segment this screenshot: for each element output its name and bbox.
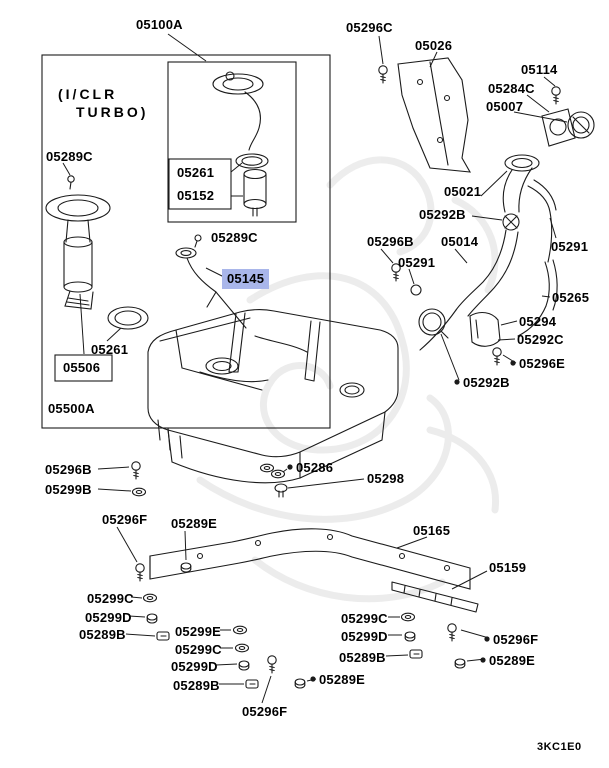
part-label-05261-1[interactable]: 05261 — [177, 165, 215, 180]
part-label-05298[interactable]: 05298 — [367, 471, 405, 486]
part-label-05299D-3[interactable]: 05299D — [341, 629, 388, 644]
clamp-ring — [418, 308, 449, 339]
turbo-variant-box — [41, 54, 331, 429]
part-label-05289B-1[interactable]: 05289B — [79, 627, 126, 642]
part-label-05296C-1[interactable]: 05296C — [346, 20, 393, 35]
part-label-05289B-2[interactable]: 05289B — [173, 678, 220, 693]
variant-note-line2: TURBO) — [76, 104, 149, 120]
part-label-05289C-2[interactable]: 05289C — [211, 230, 258, 245]
bolt-icon — [267, 655, 277, 674]
part-label-05299D-1[interactable]: 05299D — [85, 610, 132, 625]
part-label-05114[interactable]: 05114 — [521, 62, 558, 77]
part-label-05289E-1[interactable]: 05289E — [171, 516, 218, 531]
fuel-gauge-unit — [175, 234, 247, 329]
washer-icon — [232, 625, 248, 635]
part-label-05152[interactable]: 05152 — [177, 188, 215, 203]
part-label-05299C-3[interactable]: 05299C — [341, 611, 388, 626]
part-label-05284C[interactable]: 05284C — [488, 81, 535, 96]
part-label-05294[interactable]: 05294 — [519, 314, 557, 329]
part-label-05500A[interactable]: 05500A — [48, 401, 95, 416]
nut-icon — [294, 678, 306, 689]
part-label-05165[interactable]: 05165 — [413, 523, 451, 538]
part-label-05296F-3[interactable]: 05296F — [493, 632, 539, 647]
part-label-05289E-2[interactable]: 05289E — [489, 653, 536, 668]
part-label-05291-1[interactable]: 05291 — [398, 255, 436, 270]
side-rail — [391, 581, 479, 613]
part-label-05299C-1[interactable]: 05299C — [87, 591, 134, 606]
drain-plug — [274, 483, 288, 498]
pump-parts-label-box — [168, 158, 232, 210]
washer-icon — [259, 463, 275, 473]
nut-icon — [180, 562, 192, 573]
fuel-pump-assembly-left — [45, 175, 149, 330]
bracket-label-box — [54, 354, 113, 382]
part-label-05292B-2[interactable]: 05292B — [463, 375, 510, 390]
nut-icon — [238, 660, 250, 671]
part-label-05159[interactable]: 05159 — [489, 560, 527, 575]
part-label-05021[interactable]: 05021 — [444, 184, 482, 199]
pump-assembly-box — [167, 61, 297, 223]
part-label-05289B-3[interactable]: 05289B — [339, 650, 386, 665]
part-label-05296B-2[interactable]: 05296B — [45, 462, 92, 477]
bolt-icon — [135, 563, 145, 582]
page-code: 3KC1E0 — [537, 741, 582, 753]
washer-icon — [400, 612, 416, 622]
skid-plate — [149, 528, 471, 590]
clip-icon — [409, 649, 423, 659]
part-label-05292C[interactable]: 05292C — [517, 332, 564, 347]
part-label-05286[interactable]: 05286 — [296, 460, 334, 475]
part-label-05299C-2[interactable]: 05299C — [175, 642, 222, 657]
part-label-05026[interactable]: 05026 — [415, 38, 453, 53]
fuel-tank — [147, 309, 399, 484]
nut-icon — [454, 658, 466, 669]
part-label-05296B-1[interactable]: 05296B — [367, 234, 414, 249]
nut-icon — [146, 613, 158, 624]
part-label-05296E[interactable]: 05296E — [519, 356, 566, 371]
washer-icon — [270, 469, 286, 479]
filler-shield — [397, 57, 472, 173]
variant-note-line1: (I/CLR — [58, 86, 118, 102]
part-label-05299E[interactable]: 05299E — [175, 624, 222, 639]
washer-icon — [131, 487, 147, 497]
part-label-05145[interactable]: 05145 — [222, 269, 270, 289]
fuel-pump-module — [212, 71, 269, 217]
filler-bracket — [469, 311, 502, 366]
bolt-icon — [551, 86, 561, 105]
washer-icon — [234, 643, 250, 653]
bolt-icon — [447, 623, 457, 642]
bullet-markers — [287, 360, 516, 682]
clip-icon — [245, 679, 259, 689]
part-label-05296F-1[interactable]: 05296F — [102, 512, 148, 527]
filler-neck — [419, 154, 540, 351]
clamp-icon — [410, 284, 422, 296]
filler-cap-and-gasket — [541, 108, 595, 147]
part-label-05299B[interactable]: 05299B — [45, 482, 92, 497]
part-label-05296F-2[interactable]: 05296F — [242, 704, 288, 719]
part-label-05289C-1[interactable]: 05289C — [46, 149, 93, 164]
part-label-05299D-2[interactable]: 05299D — [171, 659, 218, 674]
part-label-05292B-1[interactable]: 05292B — [419, 207, 466, 222]
leader-lines — [62, 33, 568, 704]
part-label-05007[interactable]: 05007 — [486, 99, 524, 114]
part-label-05014[interactable]: 05014 — [441, 234, 479, 249]
part-label-05100A[interactable]: 05100A — [136, 17, 183, 32]
nut-icon — [404, 631, 416, 642]
diagram-lines — [41, 54, 595, 689]
part-label-05289E-3[interactable]: 05289E — [319, 672, 366, 687]
part-label-05506[interactable]: 05506 — [63, 360, 101, 375]
bolt-icon — [378, 65, 388, 84]
part-label-05291-2[interactable]: 05291 — [551, 239, 589, 254]
washer-icon — [142, 593, 158, 603]
clip-icon — [156, 631, 170, 641]
vent-hoses — [517, 179, 558, 337]
part-label-05265[interactable]: 05265 — [552, 290, 590, 305]
bolt-icon — [131, 461, 141, 480]
watermark — [196, 156, 500, 603]
part-label-05261-2[interactable]: 05261 — [91, 342, 129, 357]
